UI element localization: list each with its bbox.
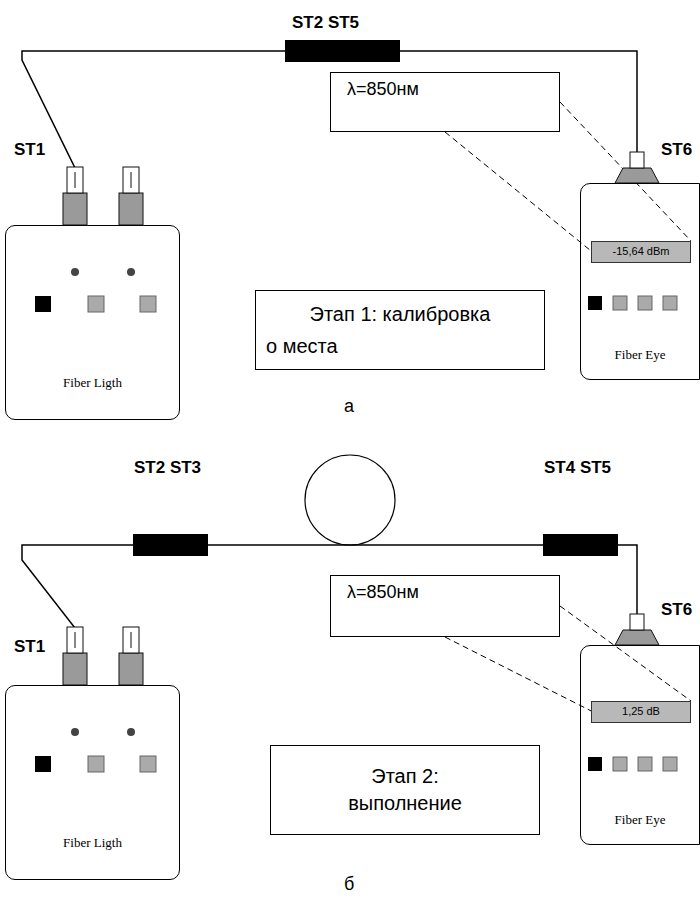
- wavelength-box: λ=850нм: [330, 575, 560, 637]
- plug-pin: [75, 632, 76, 648]
- fiber-line: [22, 545, 637, 685]
- button: [140, 296, 156, 312]
- leader-line: [445, 132, 591, 251]
- plug-nut: [615, 630, 659, 645]
- plug-nut: [63, 193, 87, 225]
- plug-tip: [630, 152, 644, 168]
- plug-tip: [67, 627, 83, 653]
- button: [88, 756, 104, 772]
- connector-label: ST2 ST5: [292, 13, 359, 33]
- indicator-dot: [71, 728, 79, 736]
- wavelength-text: λ=850нм: [347, 582, 419, 604]
- button: [140, 756, 156, 772]
- button: [663, 757, 677, 771]
- button: [663, 296, 677, 310]
- stage-text: Этап 1: калибровка: [310, 302, 491, 326]
- connector-label: ST6: [661, 140, 692, 160]
- plug-nut: [119, 653, 143, 685]
- button: [588, 296, 602, 310]
- button: [35, 296, 51, 312]
- indicator-dot: [127, 728, 135, 736]
- panel-letter: а: [344, 396, 354, 417]
- fiber-connector-block: [285, 40, 400, 62]
- plug-tip: [123, 167, 139, 193]
- device-name: Fiber Ligth: [63, 835, 122, 851]
- device-name: Fiber Eye: [615, 347, 666, 363]
- fiber-line: [22, 51, 637, 225]
- connector-label: ST4 ST5: [544, 458, 611, 478]
- display-reading: -15,64 dBm: [613, 245, 670, 258]
- device-name: Fiber Ligth: [63, 375, 122, 391]
- stage-box: Этап 1: калибровка о места: [255, 290, 545, 370]
- plug-tip: [630, 614, 644, 630]
- panel-letter: б: [344, 874, 354, 895]
- connector-label: ST1: [14, 140, 45, 160]
- button: [613, 757, 627, 771]
- button: [88, 296, 104, 312]
- meter-display: 1,25 dB: [591, 701, 691, 723]
- stage-text: о места: [266, 334, 338, 358]
- plug-pin: [131, 632, 132, 648]
- device-name: Fiber Eye: [615, 812, 666, 828]
- leader-line: [445, 637, 591, 711]
- plug-nut: [615, 168, 659, 183]
- button: [613, 296, 627, 310]
- stage-box: Этап 2: выполнение: [270, 745, 540, 835]
- plug-pin: [131, 172, 132, 188]
- plug-nut: [63, 653, 87, 685]
- connector-label: ST6: [661, 600, 692, 620]
- indicator-dot: [127, 268, 135, 276]
- fiber-connector-block: [543, 534, 618, 556]
- connector-label: ST2 ST3: [134, 458, 201, 478]
- fiber-spool: [305, 455, 395, 545]
- light-source-device: Fiber Ligth: [5, 685, 180, 880]
- connector-label: ST1: [14, 637, 45, 657]
- power-meter-device: Fiber Eye -15,64 dBm: [580, 183, 700, 380]
- plug-tip: [67, 167, 83, 193]
- indicator-dot: [71, 268, 79, 276]
- button: [588, 757, 602, 771]
- light-source-device: Fiber Ligth: [5, 225, 180, 420]
- button: [638, 296, 652, 310]
- button: [638, 757, 652, 771]
- plug-tip: [123, 627, 139, 653]
- display-reading: 1,25 dB: [622, 705, 660, 718]
- fiber-connector-block: [133, 534, 208, 556]
- plug-nut: [119, 193, 143, 225]
- power-meter-device: Fiber Eye 1,25 dB: [580, 645, 700, 845]
- wavelength-text: λ=850нм: [347, 79, 419, 101]
- meter-display: -15,64 dBm: [591, 241, 691, 263]
- plug-pin: [75, 172, 76, 188]
- stage-text: Этап 2: выполнение: [325, 763, 485, 817]
- wavelength-box: λ=850нм: [330, 72, 560, 132]
- button: [35, 756, 51, 772]
